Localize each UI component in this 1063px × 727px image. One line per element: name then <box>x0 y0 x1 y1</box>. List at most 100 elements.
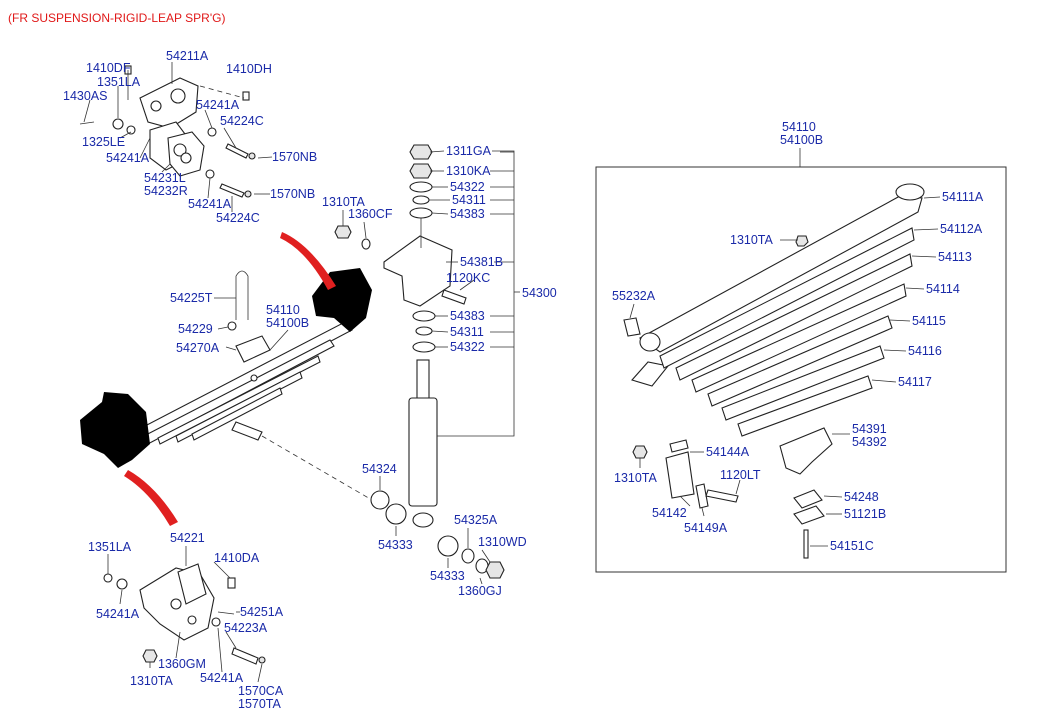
spring-leaf <box>175 371 303 443</box>
label-54391: 54391 <box>852 422 887 436</box>
label-54325A: 54325A <box>454 513 498 527</box>
label-1570TA: 1570TA <box>238 697 282 711</box>
label-1410DF: 1410DF <box>86 61 131 75</box>
label-54144A: 54144A <box>706 445 750 459</box>
label-54110: 54110 <box>782 120 816 134</box>
label-1310TA: 1310TA <box>614 471 658 485</box>
label-54142: 54142 <box>652 506 687 520</box>
label-1310KA: 1310KA <box>446 164 491 178</box>
label-54381B: 54381B <box>460 255 503 269</box>
u-bolt <box>235 270 249 320</box>
nut <box>334 225 352 239</box>
leaf-54117 <box>737 375 873 437</box>
leaf-54116 <box>721 345 885 421</box>
label-54383: 54383 <box>450 207 485 221</box>
label-54311: 54311 <box>450 325 484 339</box>
washer <box>370 490 390 510</box>
bushing <box>385 503 407 525</box>
label-54241A: 54241A <box>196 98 240 112</box>
bolt-54151C <box>803 529 809 559</box>
spring-leaves-exploded <box>623 183 925 559</box>
bushing <box>207 127 217 137</box>
washer <box>103 573 113 583</box>
shock-rod <box>416 359 430 401</box>
bushing <box>211 617 221 627</box>
spring-clip <box>779 427 833 475</box>
washer <box>412 341 436 353</box>
leaf-54113 <box>675 253 913 381</box>
label-54225T: 54225T <box>170 291 213 305</box>
label-54100B: 54100B <box>266 316 309 330</box>
label-54223A: 54223A <box>224 621 268 635</box>
label-54251A: 54251A <box>240 605 284 619</box>
label-54241A: 54241A <box>200 671 244 685</box>
label-54241A: 54241A <box>106 151 150 165</box>
pin <box>79 121 95 125</box>
label-54248: 54248 <box>844 490 879 504</box>
label-54229: 54229 <box>178 322 213 336</box>
axle-stub <box>231 421 263 441</box>
label-54333: 54333 <box>430 569 465 583</box>
leaf-54111A <box>638 195 923 353</box>
rear-hanger-leaders <box>107 546 263 683</box>
bushing <box>205 169 215 179</box>
spring-detail-box <box>595 166 1007 573</box>
washer <box>461 548 475 564</box>
shackle-pin <box>231 647 259 665</box>
label-1570CA: 1570CA <box>238 684 284 698</box>
center-bolt <box>250 374 258 382</box>
label-1360CF: 1360CF <box>348 207 393 221</box>
label-54300: 54300 <box>522 286 557 300</box>
label-54322: 54322 <box>450 180 485 194</box>
label-1310WD: 1310WD <box>478 535 527 549</box>
bracket-hole <box>170 598 182 610</box>
bushing <box>437 535 459 557</box>
label-1311GA: 1311GA <box>446 144 492 158</box>
bolt <box>242 91 250 101</box>
bushing <box>412 195 430 205</box>
label-54149A: 54149A <box>684 521 728 535</box>
label-1120KC: 1120KC <box>446 271 490 285</box>
washer <box>112 118 124 130</box>
nut <box>632 445 648 459</box>
label-1310TA: 1310TA <box>322 195 366 209</box>
grease-nipple <box>244 190 252 198</box>
nut <box>227 321 237 331</box>
label-1360GJ: 1360GJ <box>458 584 502 598</box>
nut <box>142 649 158 663</box>
label-1410DH: 1410DH <box>226 62 272 76</box>
label-54232R: 54232R <box>144 184 188 198</box>
label-55232A: 55232A <box>612 289 656 303</box>
label-54151C: 54151C <box>830 539 874 553</box>
label-51121B: 51121B <box>844 507 886 521</box>
label-54241A: 54241A <box>188 197 232 211</box>
label-54224C: 54224C <box>220 114 264 128</box>
label-54311: 54311 <box>452 193 486 207</box>
label-54211A: 54211A <box>166 49 209 63</box>
leaf-54114 <box>691 283 907 393</box>
label-1351LA: 1351LA <box>88 540 132 554</box>
label-54383: 54383 <box>450 309 485 323</box>
shackle-pin <box>225 143 249 159</box>
leaf-eye <box>639 332 661 352</box>
label-54111A: 54111A <box>942 190 984 204</box>
label-1410DA: 1410DA <box>214 551 260 565</box>
bolt <box>227 577 236 589</box>
label-54324: 54324 <box>362 462 397 476</box>
shock-absorber-assembly <box>334 144 505 579</box>
label-54270A: 54270A <box>176 341 220 355</box>
leaf-54115 <box>707 315 893 407</box>
pointer-arrow <box>280 232 336 290</box>
spring-leaf <box>191 387 283 441</box>
label-1430AS: 1430AS <box>63 89 107 103</box>
washer <box>409 181 433 193</box>
spring-leaf <box>157 355 321 445</box>
washer <box>412 310 436 322</box>
shackle-hole <box>180 152 192 164</box>
label-54100B: 54100B <box>780 133 823 147</box>
leaf-54112A <box>659 227 915 369</box>
label-54224C: 54224C <box>216 211 260 225</box>
nut <box>409 163 433 179</box>
bolt <box>441 289 467 305</box>
